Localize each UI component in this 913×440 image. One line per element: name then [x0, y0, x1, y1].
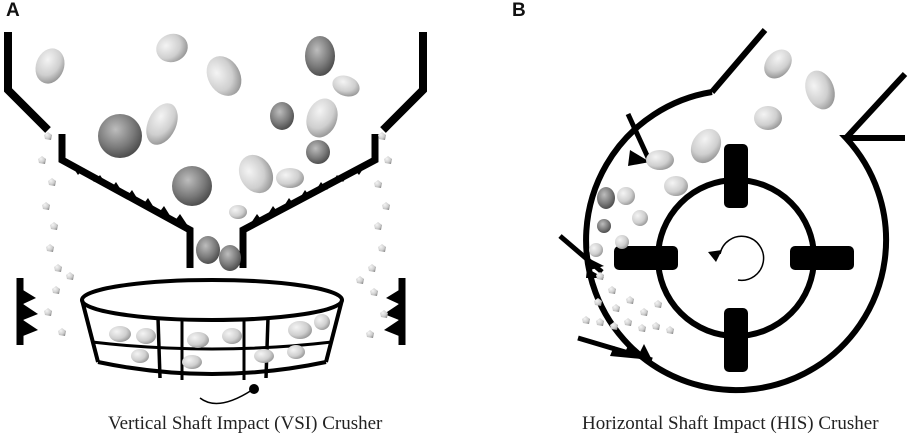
vsi-drive-indicator [199, 384, 259, 405]
his-housing [583, 89, 905, 394]
his-breaker-plates [558, 112, 653, 363]
vsi-left-anvil [16, 278, 38, 345]
vsi-feed-rocks [35, 33, 360, 271]
his-rotor [614, 144, 854, 372]
his-caption: Horizontal Shaft Impact (HIS) Crusher [582, 413, 879, 434]
his-feed-rocks [589, 49, 835, 257]
his-feed-chute-upper [709, 28, 768, 94]
his-crusher [558, 28, 908, 394]
vsi-rotor [80, 278, 344, 380]
rotation-arrow-icon [708, 235, 765, 282]
vsi-caption: Vertical Shaft Impact (VSI) Crusher [108, 413, 383, 434]
crusher-diagram [4, 28, 908, 405]
vsi-right-anvil [384, 278, 406, 345]
vsi-crusher [4, 32, 427, 405]
panel-b-label: B [512, 0, 526, 21]
vsi-right-outer-wall [380, 32, 427, 133]
vsi-inner-funnel [58, 134, 379, 268]
vsi-left-outer-wall [4, 32, 51, 133]
panel-a-label: A [6, 0, 20, 21]
his-feed-chute-lower [843, 71, 908, 141]
